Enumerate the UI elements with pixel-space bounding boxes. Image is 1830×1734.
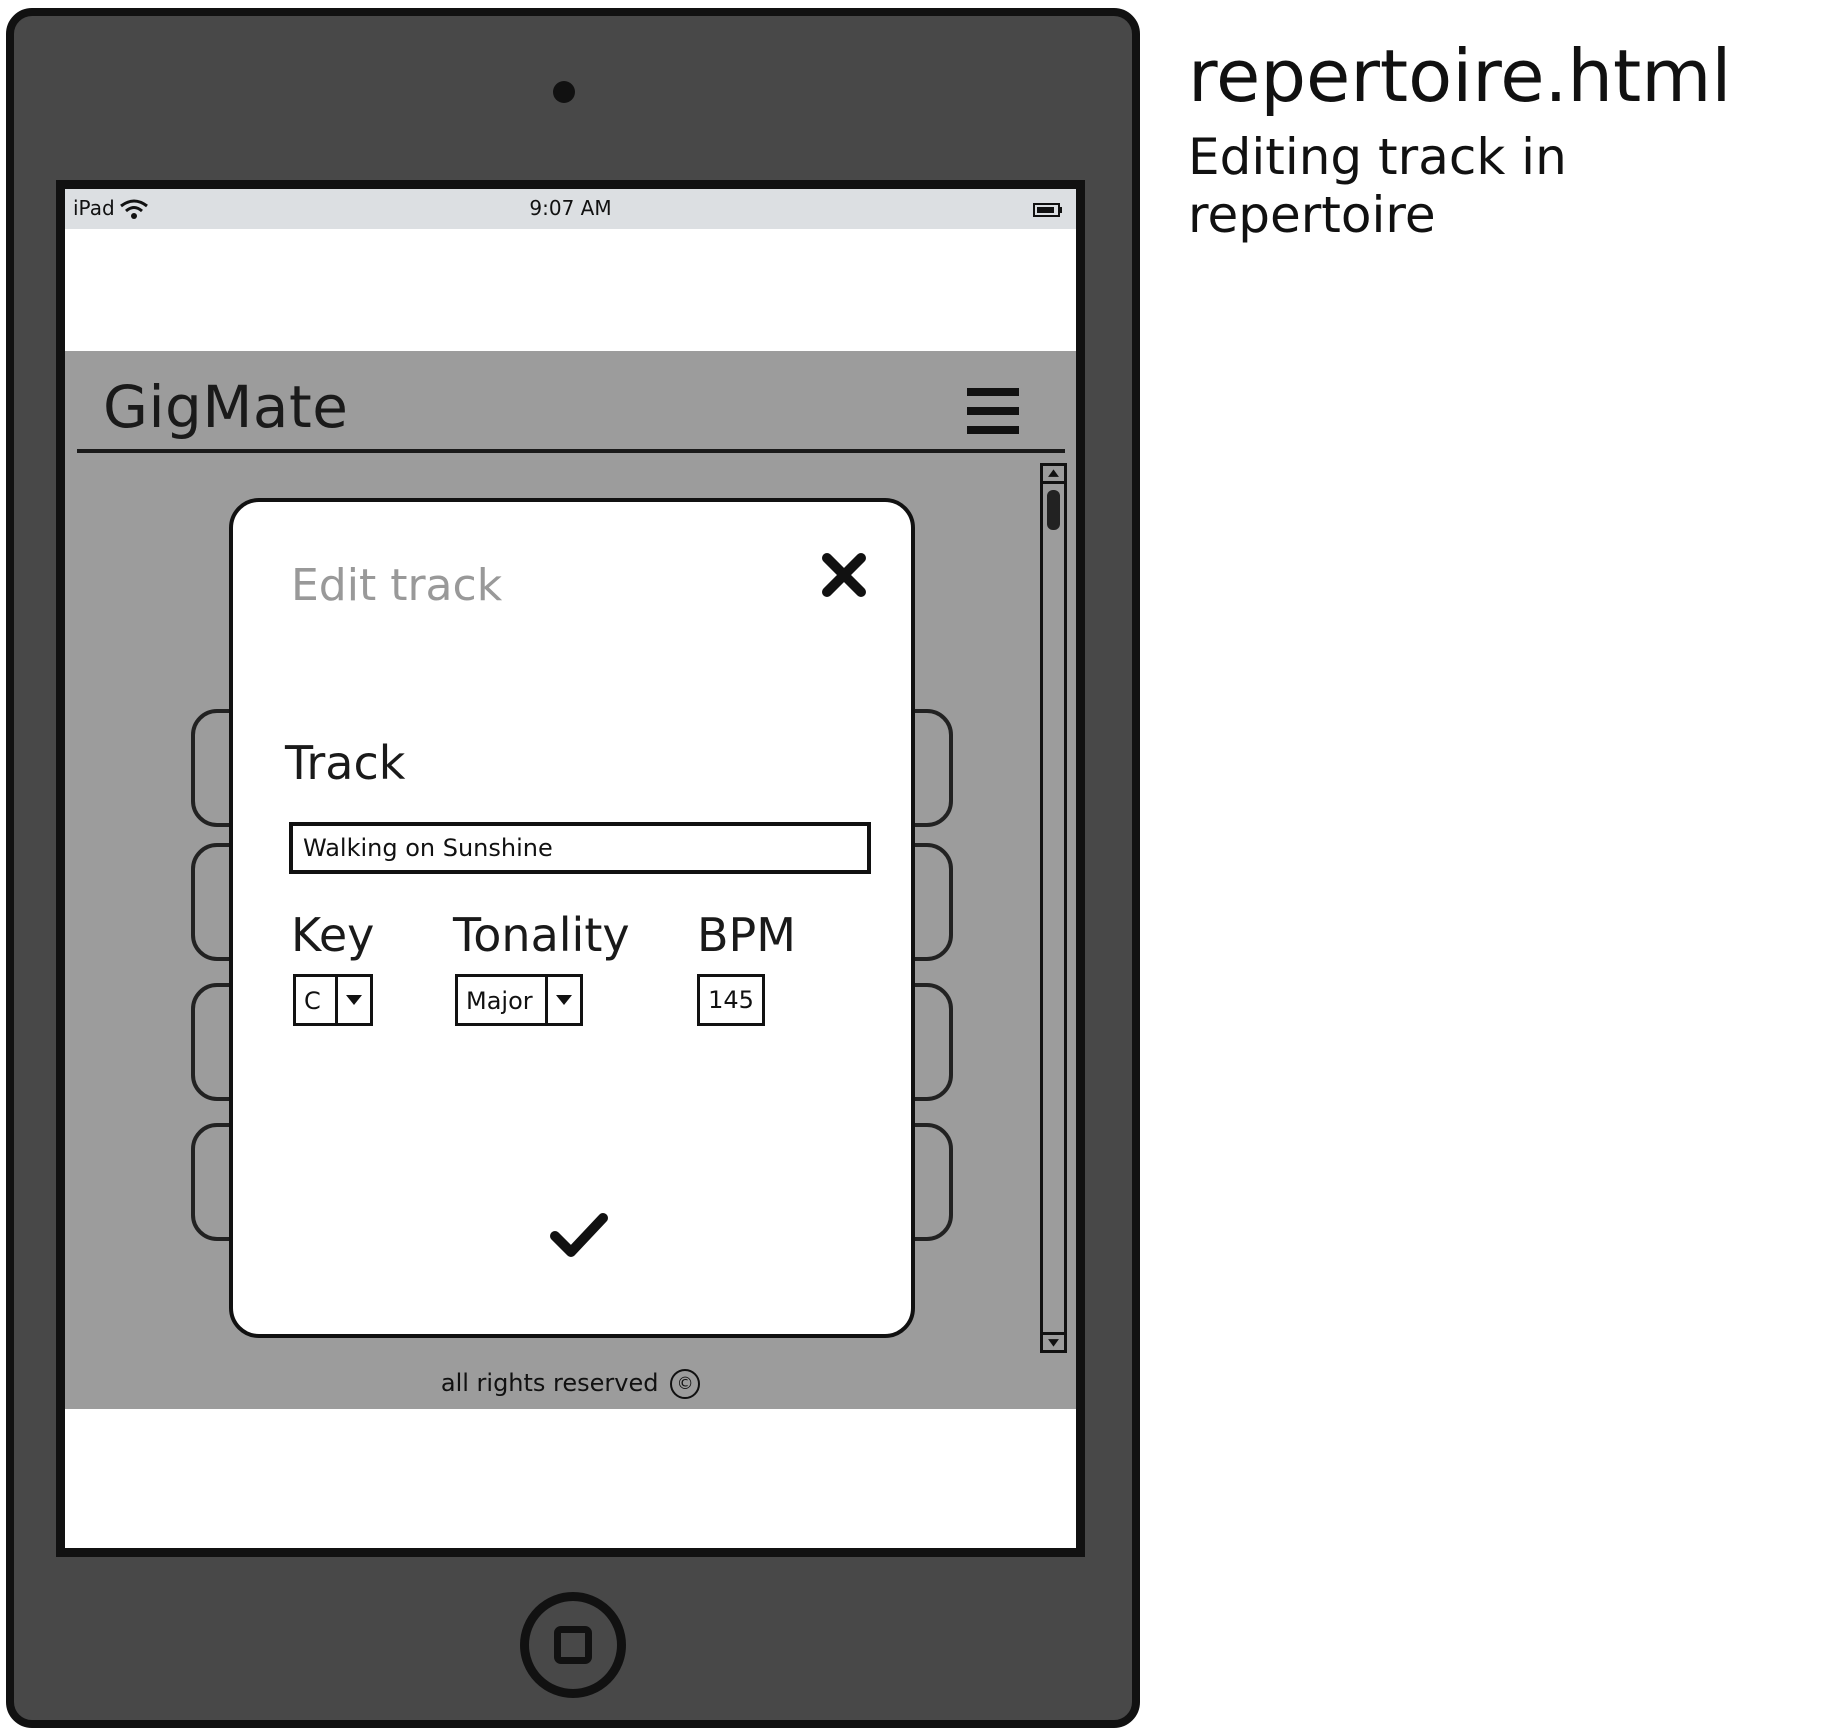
key-select[interactable]: C [293, 974, 373, 1026]
footer-text: all rights reserved [440, 1369, 659, 1397]
key-label: Key [291, 908, 375, 962]
chevron-down-icon[interactable] [335, 977, 370, 1023]
wifi-icon [120, 199, 148, 219]
home-button[interactable] [520, 1592, 626, 1698]
track-label: Track [285, 736, 406, 790]
hamburger-menu-icon[interactable] [965, 386, 1021, 436]
close-icon[interactable] [819, 550, 869, 600]
header-divider [77, 449, 1065, 453]
brand-logo[interactable]: GigMate [103, 373, 349, 441]
bpm-label: BPM [697, 908, 796, 962]
bpm-input[interactable] [697, 974, 765, 1026]
status-clock: 9:07 AM [529, 196, 612, 220]
battery-icon [1033, 203, 1062, 217]
home-square-icon [554, 1626, 592, 1664]
page-caption: Editing track in repertoire [1188, 128, 1567, 244]
footer: all rights reserved © [65, 1369, 1076, 1399]
edit-track-dialog: Edit track Track Key Tonality BPM C Majo… [229, 498, 915, 1338]
dialog-title: Edit track [291, 560, 503, 611]
scroll-thumb[interactable] [1047, 490, 1060, 530]
tonality-select[interactable]: Major [455, 974, 583, 1026]
copyright-icon: © [670, 1369, 701, 1399]
carrier-label: iPad [73, 196, 115, 220]
key-select-value: C [304, 987, 321, 1015]
scroll-down-arrow-icon[interactable] [1043, 1332, 1064, 1350]
track-name-input[interactable] [289, 822, 871, 874]
tonality-select-value: Major [466, 987, 533, 1015]
camera-icon [553, 81, 575, 103]
tonality-label: Tonality [453, 908, 630, 962]
status-bar: iPad 9:07 AM [65, 189, 1076, 229]
scroll-up-arrow-icon[interactable] [1043, 466, 1064, 484]
device-screen: iPad 9:07 AM GigMate [56, 180, 1085, 1557]
app-area: GigMate Edit track [65, 351, 1076, 1409]
page-filename: repertoire.html [1188, 34, 1732, 118]
vertical-scrollbar[interactable] [1040, 463, 1067, 1353]
chevron-down-icon[interactable] [545, 977, 580, 1023]
checkmark-icon[interactable] [549, 1210, 609, 1260]
